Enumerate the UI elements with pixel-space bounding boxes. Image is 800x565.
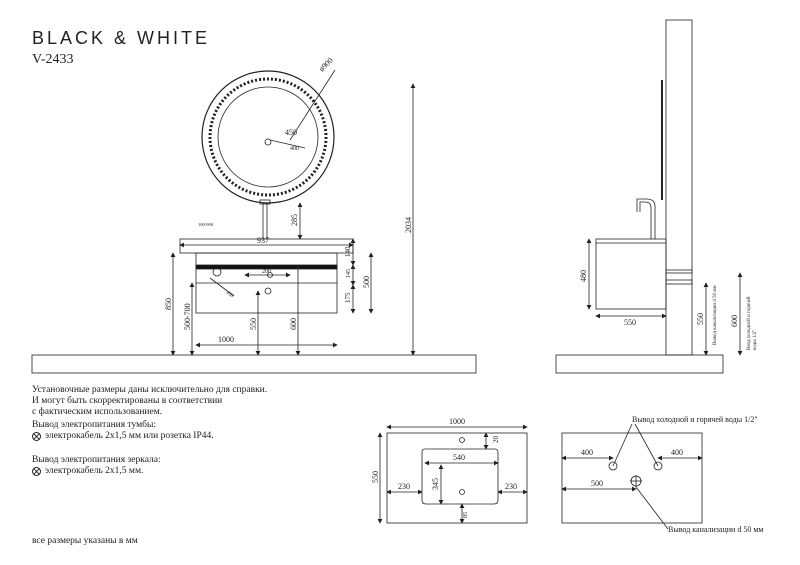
side-water-label-1: Ввод холодной и горячей <box>747 296 752 350</box>
wall-panel <box>561 432 703 524</box>
top-dim-345-label: 345 <box>431 478 440 490</box>
mirror-inner-label: 400 <box>290 146 299 152</box>
top-dim-1000-label: 1000 <box>449 417 465 426</box>
dim-2034-label: 2034 <box>404 217 413 233</box>
top-cabinet <box>386 432 528 524</box>
mirror-power-text: электрокабель 2x1,5 мм. <box>45 466 144 476</box>
top-dim-20-label: 20 <box>492 436 500 444</box>
top-dim-230-l-label: 230 <box>398 482 410 491</box>
outlet-icon <box>32 431 41 441</box>
side-dim-550-label: 550 <box>624 318 636 327</box>
wall-dim-400-r-label: 400 <box>671 448 683 457</box>
note-line-1: Установочные размеры даны исключительно … <box>32 385 268 395</box>
wall-dim-500-label: 500 <box>591 479 603 488</box>
mirror-power-title: Вывод электропитания зеркала: <box>32 455 161 465</box>
footer-note: все размеры указаны в мм <box>32 536 138 546</box>
top-dim-230-r-label: 230 <box>505 482 517 491</box>
front-faucet <box>259 199 271 239</box>
dim-450-label: 450 <box>225 291 234 300</box>
model-number: V-2433 <box>32 52 74 67</box>
cabinet-power-text: электрокабель 2x1,5 мм или розетка IP44. <box>45 431 214 441</box>
front-floor <box>31 354 477 374</box>
side-dim-600-label: 600 <box>730 315 739 327</box>
mirror-radius-label: 450 <box>285 128 297 137</box>
dim-937-label: 937 <box>257 236 269 245</box>
dim-600-label: 600 <box>289 318 298 330</box>
outlet-icon <box>32 466 41 476</box>
top-dim-550-label: 550 <box>371 471 380 483</box>
front-cabinet <box>179 238 354 314</box>
side-dim-480-label: 480 <box>579 270 588 282</box>
note-line-2: И могут быть скорректированы в соответст… <box>32 396 223 406</box>
side-wall <box>665 19 693 356</box>
dim-145-label: 145 <box>346 269 352 278</box>
dim-500-label: 500 <box>362 276 371 288</box>
round-mirror <box>201 70 335 204</box>
dim-285-label: 285 <box>290 214 299 226</box>
side-dim-550-v-label: 550 <box>696 313 705 325</box>
dim-500-700-label: 500-700 <box>183 303 192 330</box>
dim-1000-label: 1000 <box>218 335 234 344</box>
cabinet-power-title: Вывод электропитания тумбы: <box>32 420 157 430</box>
cabinet-power-row: электрокабель 2x1,5 мм или розетка IP44. <box>32 431 214 441</box>
brand-logo: BLACK & WHITE <box>32 28 211 48</box>
dim-550-label: 550 <box>249 318 258 330</box>
mirror-power-row: электрокабель 2x1,5 мм. <box>32 466 143 476</box>
note-line-3: с фактическим использованием. <box>32 407 163 417</box>
wall-water-label: Вывод холодной и горячей воды 1/2" <box>632 415 758 424</box>
dim-140-label: 140 <box>344 246 352 257</box>
wall-dim-400-l-label: 400 <box>581 448 593 457</box>
mirror-diameter-label: ø900 <box>317 56 335 74</box>
dim-850-label: 850 <box>164 298 173 310</box>
side-cabinet <box>595 238 667 310</box>
dim-200-label: 200 <box>262 269 271 275</box>
top-dim-85-label: 85 <box>463 512 469 518</box>
top-sink-bowl <box>421 448 499 505</box>
side-water-label-2: воды 1/2" <box>753 330 758 350</box>
wall-drain-label: Вывод канализации d 50 мм <box>668 525 763 534</box>
side-drain-label: Вывод канализации d 50 мм <box>713 285 718 345</box>
dim-100-900-label: 100-900 <box>198 222 214 227</box>
side-faucet <box>636 198 656 239</box>
top-dim-540-label: 540 <box>453 453 465 462</box>
side-floor <box>555 354 724 374</box>
dim-175-label: 175 <box>344 292 352 303</box>
